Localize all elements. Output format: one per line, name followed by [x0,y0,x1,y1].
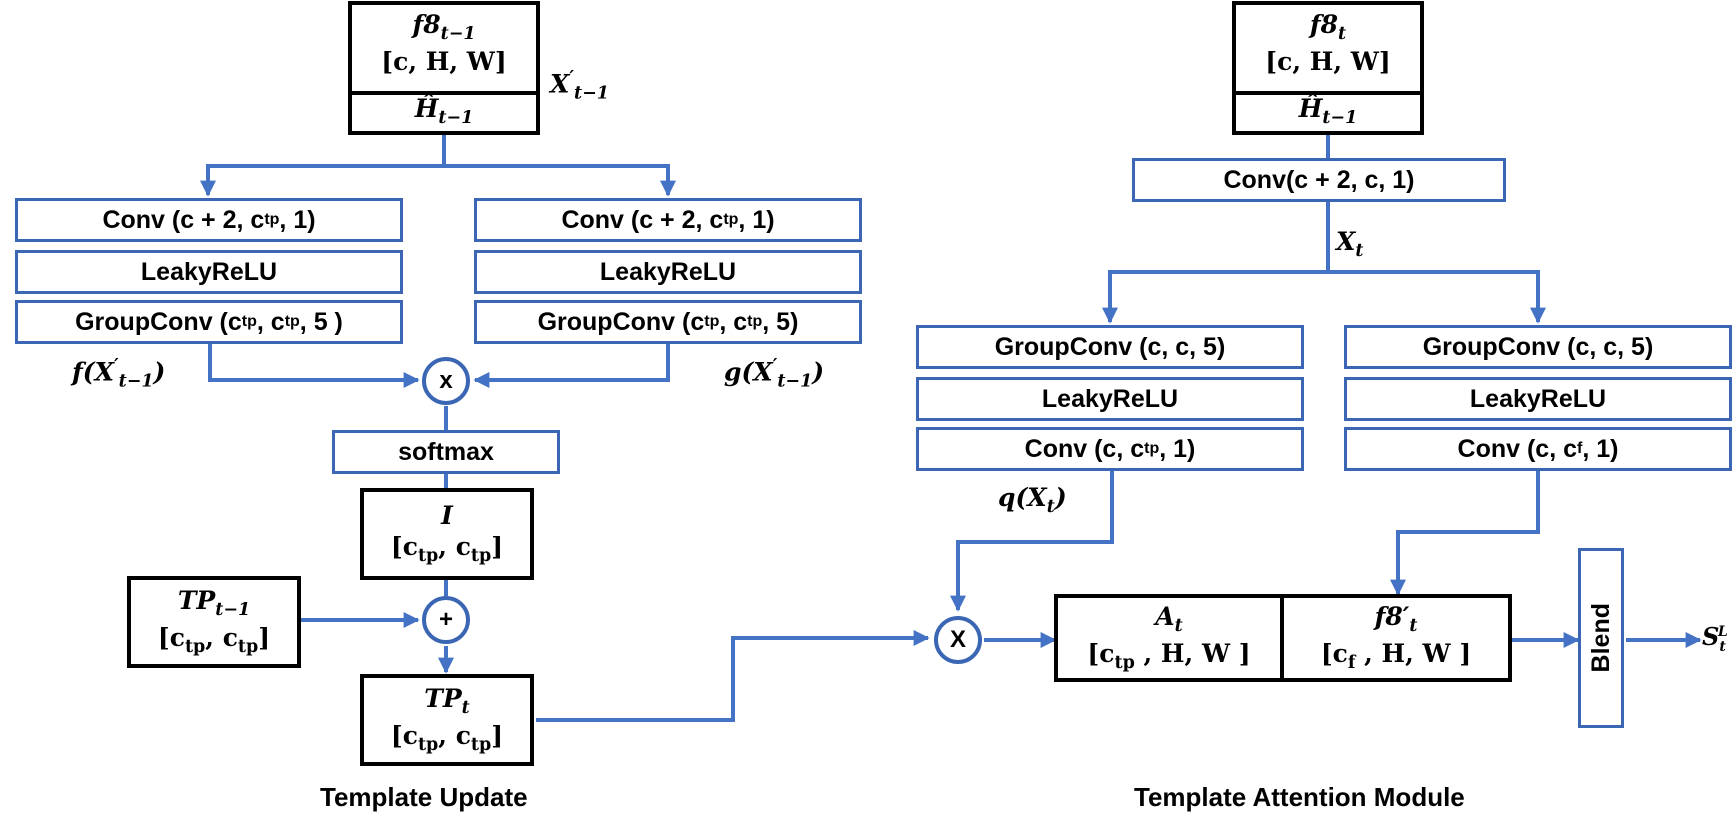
wire-conv-to-split [1110,202,1538,274]
i-tensor-box: I [ctp, ctp] [360,488,534,580]
input-tensor-name: f8 [412,10,441,39]
add-operator: + [422,596,470,644]
xt-label: Xt [1336,227,1364,261]
attn-conv-block: Conv(c + 2, c, 1) [1132,158,1506,202]
template-attention-caption: Template Attention Module [1134,782,1465,812]
tp-out-tensor-box: TPt [ctp, ctp] [360,674,534,766]
heatmap-sub: t−1 [438,108,474,128]
divider [352,91,536,95]
g-function-label: g(X′t−1) [724,356,825,392]
multiply-operator: x [422,357,470,405]
wire-q-to-mult [950,470,1114,612]
attn-left-leakyrelu-block: LeakyReLU [916,377,1304,421]
attn-left-groupconv-block: GroupConv (c, c, 5) [916,325,1304,369]
blend-block: Blend [1578,548,1624,728]
attn-right-groupconv-block: GroupConv (c, c, 5) [1344,325,1732,369]
f-function-label: f(X′t−1) [72,356,166,392]
input-x-label: X′t−1 [550,68,609,104]
attn-input-tensor-box: f8t [c, H, W] Ĥt−1 [1232,1,1424,135]
right-leakyrelu-block: LeakyReLU [474,250,862,294]
wire-tp-to-attn-mult [536,630,930,722]
input-tensor-sub: t−1 [440,24,476,44]
attn-multiply-operator: X [934,616,982,664]
attention-map-box: At [ctp , H, W ] [1054,594,1284,682]
tp-prev-tensor-box: TPt−1 [ctp, ctp] [127,576,301,668]
wire-right-to-f8p [1390,470,1540,596]
divider [1236,91,1420,95]
i-tensor-name: I [441,500,453,530]
template-update-caption: Template Update [320,782,528,812]
input-tensor-box: f8t−1 [c, H, W] Ĥt−1 [348,1,540,135]
feature-box: f8′t [cf , H, W ] [1280,594,1512,682]
softmax-block: softmax [332,430,560,474]
q-function-label: q(Xt) [998,483,1067,517]
input-tensor-shape: [c, H, W] [381,46,507,76]
heatmap-symbol: Ĥ [414,94,439,123]
wire-input-split [208,134,668,168]
left-leakyrelu-block: LeakyReLU [15,250,403,294]
wire-g-to-mult [473,343,670,388]
attn-right-leakyrelu-block: LeakyReLU [1344,377,1732,421]
wire-f-to-mult [208,343,420,388]
output-label: StL [1702,622,1728,655]
